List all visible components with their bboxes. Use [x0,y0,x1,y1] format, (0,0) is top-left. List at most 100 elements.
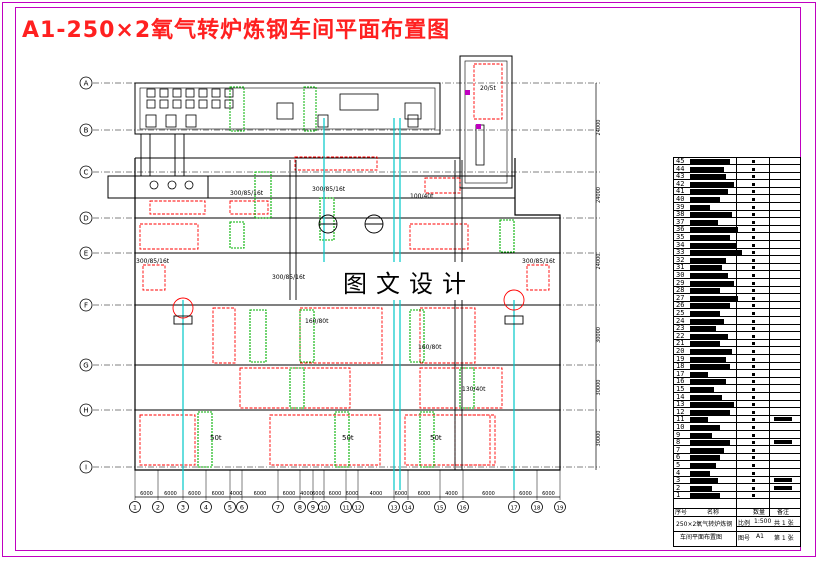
parts-list-name-redacted [690,470,710,476]
col-axis-bubble [508,501,520,513]
parts-list-qty-mark [752,486,755,490]
row-dimension: 24000 [596,254,602,270]
crane-zones [197,171,515,468]
parts-list-number: 20 [676,347,685,355]
col-axis-label: 14 [405,506,412,512]
parts-list-name-redacted [690,204,710,210]
row-axis-bubble [79,358,93,372]
column-dimension: 6000 [346,491,359,497]
parts-list-row: 44 [674,165,800,173]
crane-label: 300/85/16t [230,190,264,197]
parts-list-number: 40 [676,195,685,203]
parts-list-row: 14 [674,393,800,401]
converter-symbols [172,214,525,325]
parts-list-name-redacted [690,174,726,180]
parts-list-row: 6 [674,453,800,462]
row-axis-label: F [84,302,88,310]
crane-label: 300/85/16t [522,258,556,265]
parts-list-qty-mark [752,160,755,163]
parts-list-qty-mark [752,388,755,391]
parts-list-row: 36 [674,225,800,234]
parts-list-qty-mark [752,289,755,293]
parts-list-row: 38 [674,210,800,219]
parts-list-name-redacted [690,181,734,187]
parts-list-qty-mark [752,182,755,186]
col-axis-label: 6 [240,504,244,512]
parts-list-name-redacted [690,166,724,172]
material-crane-zone [229,86,245,132]
parts-list-qty-mark [752,357,755,361]
parts-list-qty-mark [752,350,755,353]
material-bay-bins [145,88,422,128]
parts-list-qty-mark [752,464,755,467]
col-axis-bubble [200,501,212,513]
equipment-zones [139,156,550,466]
row-dimension: 30000 [596,380,602,396]
col-axis-bubble [531,501,543,513]
parts-list-number: 34 [676,240,685,249]
column-dimension: 6000 [418,491,431,497]
col-axis-bubble [294,501,306,513]
parts-list-number: 38 [676,210,685,219]
parts-list-qty-mark [752,327,755,331]
row-axis-label: H [83,407,88,415]
column-dimension: 6000 [140,491,153,497]
parts-list-number: 28 [676,286,685,295]
parts-list-row: 28 [674,286,800,295]
title-block: 250×2氧气转炉炼钢 车间平面布置图 比例 1:500 共 1 张 图号 A1… [673,516,801,547]
col-axis-label: 5 [228,504,232,512]
parts-list-row: 34 [674,240,800,249]
parts-list-qty-mark [752,365,755,369]
col-axis-bubble [272,501,284,513]
parts-list-name-redacted [690,212,732,218]
col-axis-bubble [402,501,414,513]
scale-label: 比例 [738,520,751,527]
parts-list-number: 6 [676,453,681,462]
parts-list-qty-mark [752,213,755,217]
parts-list-qty-mark [752,167,755,171]
parts-list-column-divider [736,158,737,546]
column-dimension: 6000 [542,491,555,497]
parts-list-number: 7 [676,445,681,454]
parts-list-row: 27 [674,294,800,302]
parts-list-row: 45 [674,158,800,165]
parts-list-row: 11 [674,415,800,424]
row-dimension: 30000 [596,327,602,343]
parts-list-row: 41 [674,187,800,196]
parts-list-number: 5 [676,461,681,469]
material-bay-inner [139,87,436,130]
parts-list-qty-mark [752,258,755,262]
parts-list-qty-mark [752,342,755,346]
parts-list-row: 2 [674,484,800,492]
parts-list-name-redacted [690,273,728,278]
parts-list-number: 1 [676,491,681,500]
parts-list-name-redacted [690,242,736,248]
material-crane-zone-2 [303,86,317,132]
parts-list-row: 22 [674,332,800,340]
parts-list-qty-mark [752,205,755,209]
parts-list-number: 45 [676,157,685,165]
col-axis-label: 15 [437,506,444,512]
converter-left-apron [107,175,209,199]
parts-list-row: 5 [674,461,800,469]
crane-text-labels: 300/85/16t 300/85/16t 100/40t 300/85/16t… [136,85,556,393]
title-block-name-2: 车间平面布置图 [680,534,723,541]
parts-list-row: 25 [674,309,800,317]
col-axis-bubble [129,501,141,513]
parts-list-name-redacted [690,417,708,423]
parts-list-qty-mark [752,281,755,285]
parts-list-qty-mark [752,175,755,179]
parts-list-qty-mark [752,304,755,308]
parts-list-row: 7 [674,445,800,454]
parts-list-number: 13 [676,400,685,409]
parts-list-qty-mark [752,410,755,414]
row-axis-bubble [79,460,93,474]
col-axis-label: 4 [204,504,208,512]
parts-list-qty-mark [752,479,755,483]
parts-list-row: 40 [674,195,800,203]
parts-list-row: 31 [674,263,800,272]
parts-list-number: 31 [676,263,685,272]
col-axis-label: 17 [511,506,518,512]
